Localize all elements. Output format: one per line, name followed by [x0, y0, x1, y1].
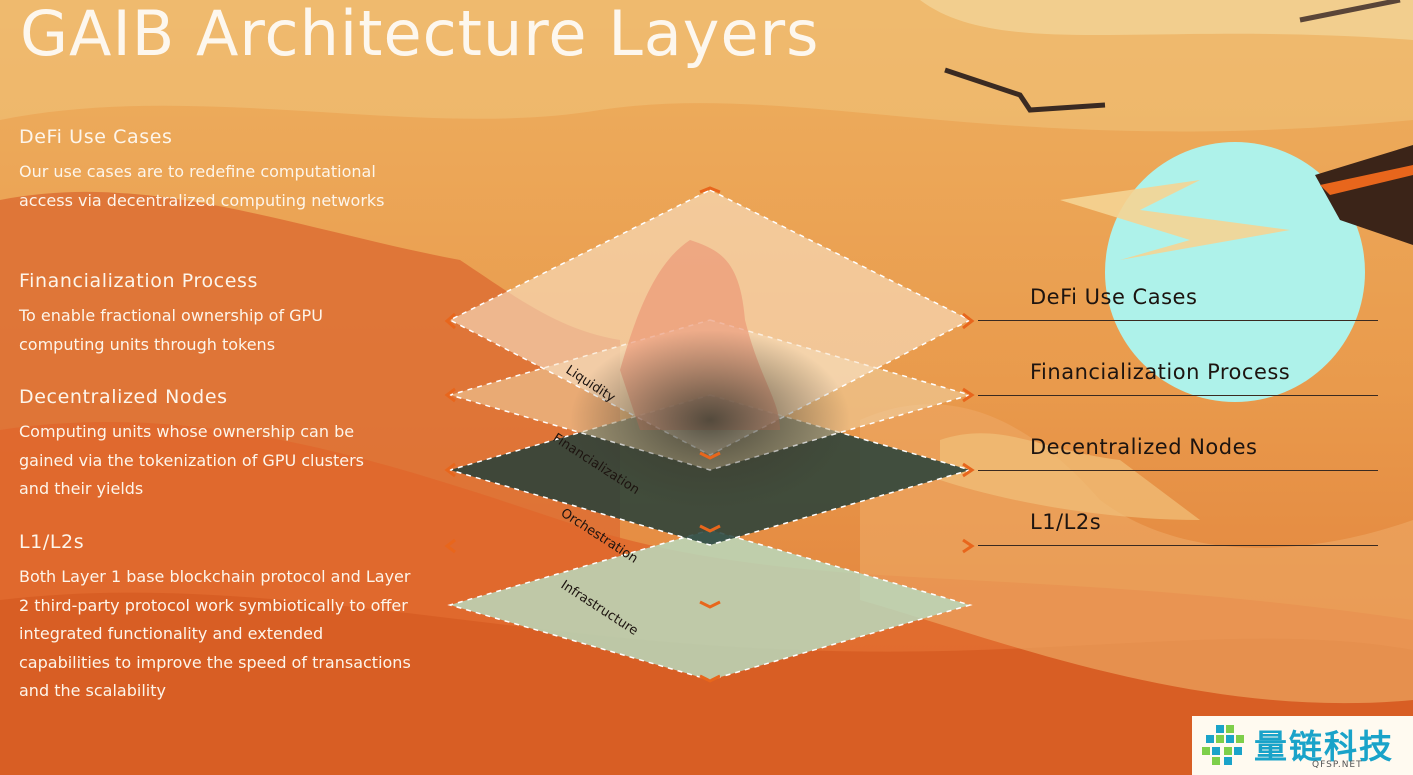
page-title: GAIB Architecture Layers [20, 0, 820, 70]
corner-markers [444, 186, 975, 683]
watermark-logo: 量链科技 QFSP.NET [1192, 716, 1413, 775]
right-label-l1-l2s: L1/L2s [1030, 510, 1102, 534]
right-label-underline [978, 470, 1378, 471]
right-label-underline [978, 545, 1378, 546]
right-label-underline [978, 320, 1378, 321]
right-label-defi-use-cases: DeFi Use Cases [1030, 285, 1198, 309]
section-body: To enable fractional ownership of GPU co… [19, 306, 323, 354]
right-label-decentralized-nodes: Decentralized Nodes [1030, 435, 1258, 459]
section-heading: L1/L2s [19, 531, 85, 553]
logo-subtext: QFSP.NET [1312, 760, 1363, 770]
section-heading: Decentralized Nodes [19, 386, 228, 408]
section-financialization-process: Financialization Process To enable fract… [19, 268, 419, 359]
section-body: Both Layer 1 base blockchain protocol an… [19, 567, 411, 700]
logo-text: 量链科技 [1254, 727, 1394, 766]
right-label-financialization-process: Financialization Process [1030, 360, 1291, 384]
section-decentralized-nodes: Decentralized Nodes Computing units whos… [19, 384, 419, 504]
section-heading: DeFi Use Cases [19, 126, 173, 148]
section-body: Computing units whose ownership can be g… [19, 422, 365, 498]
right-label-underline [978, 395, 1378, 396]
section-body: Our use cases are to redefine computatio… [19, 162, 385, 210]
moon-shape [1105, 142, 1365, 402]
section-heading: Financialization Process [19, 270, 259, 292]
layer-infrastructure-shape [447, 529, 973, 681]
pixel-cross-icon [1202, 725, 1244, 765]
section-defi-use-cases: DeFi Use Cases Our use cases are to rede… [19, 124, 419, 215]
section-l1-l2s: L1/L2s Both Layer 1 base blockchain prot… [19, 529, 419, 706]
